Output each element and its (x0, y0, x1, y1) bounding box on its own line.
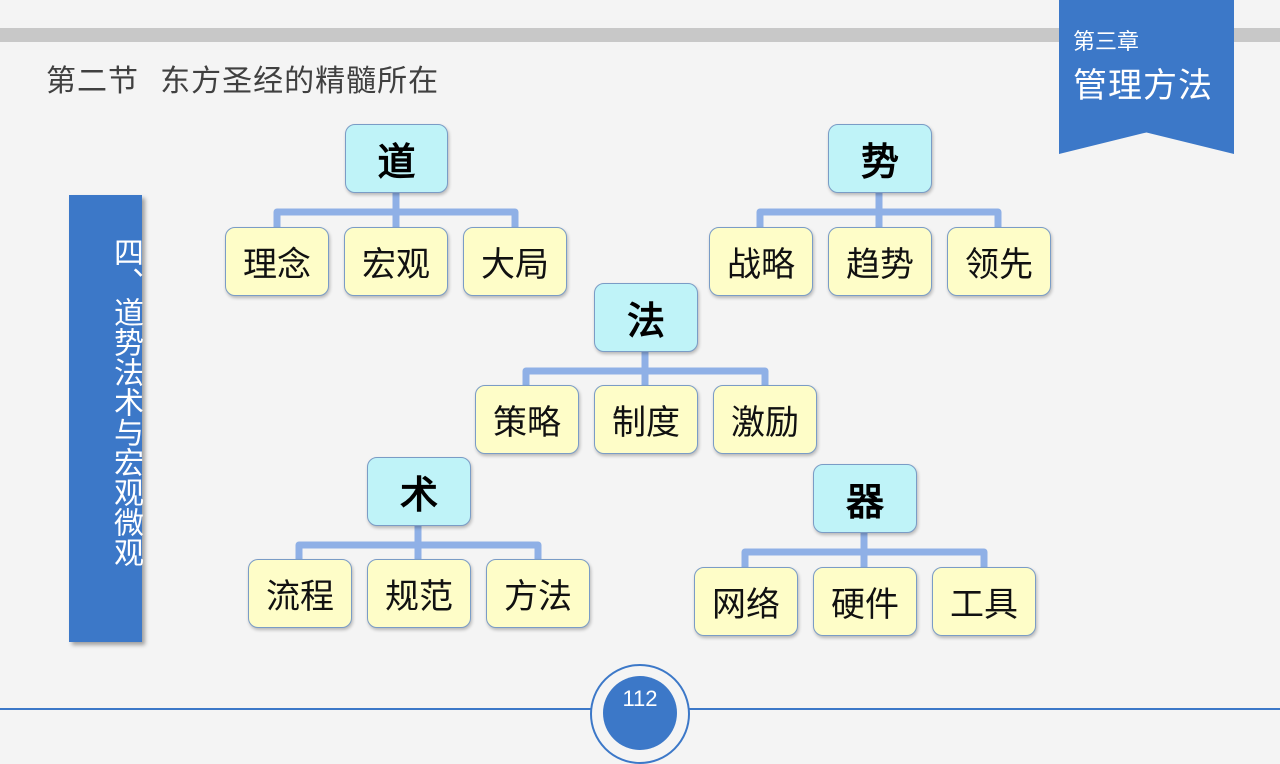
node-fa: 法 (594, 283, 698, 352)
chapter-number: 第三章 (1073, 30, 1140, 55)
node-qi: 器 (813, 464, 917, 533)
node-qi-child-2: 硬件 (813, 567, 917, 636)
top-divider-bar (0, 28, 1280, 42)
tree-connectors (273, 192, 1002, 568)
section-title: 第二节 东方圣经的精髓所在 (46, 64, 440, 99)
node-qi-child-1: 网络 (694, 567, 798, 636)
node-shu-child-1: 流程 (248, 559, 352, 628)
node-dao-child-2: 宏观 (344, 227, 448, 296)
connector-shi (756, 192, 1002, 228)
node-fa-child-1: 策略 (475, 385, 579, 454)
node-shu: 术 (367, 457, 471, 526)
node-shu-child-2: 规范 (367, 559, 471, 628)
node-fa-child-3: 激励 (713, 385, 817, 454)
connector-qi (741, 532, 988, 568)
chapter-tag: 第三章 管理方法 (1059, 0, 1234, 154)
node-dao: 道 (345, 124, 448, 193)
node-shi-child-2: 趋势 (828, 227, 932, 296)
node-shi-child-3: 领先 (947, 227, 1051, 296)
node-shi-child-1: 战略 (709, 227, 813, 296)
connector-dao (273, 192, 519, 228)
node-shu-child-3: 方法 (486, 559, 590, 628)
node-qi-child-3: 工具 (932, 567, 1036, 636)
page-number: 112 (622, 686, 658, 711)
node-shi: 势 (828, 124, 932, 193)
side-label-text: 四、道势法术与宏观微观 (108, 237, 143, 567)
side-label-panel: 四、道势法术与宏观微观 (69, 195, 143, 642)
connector-fa (522, 351, 769, 386)
node-fa-child-2: 制度 (594, 385, 698, 454)
chapter-name: 管理方法 (1073, 66, 1213, 106)
connector-shu (295, 525, 542, 560)
node-dao-child-3: 大局 (463, 227, 567, 296)
node-dao-child-1: 理念 (225, 227, 329, 296)
